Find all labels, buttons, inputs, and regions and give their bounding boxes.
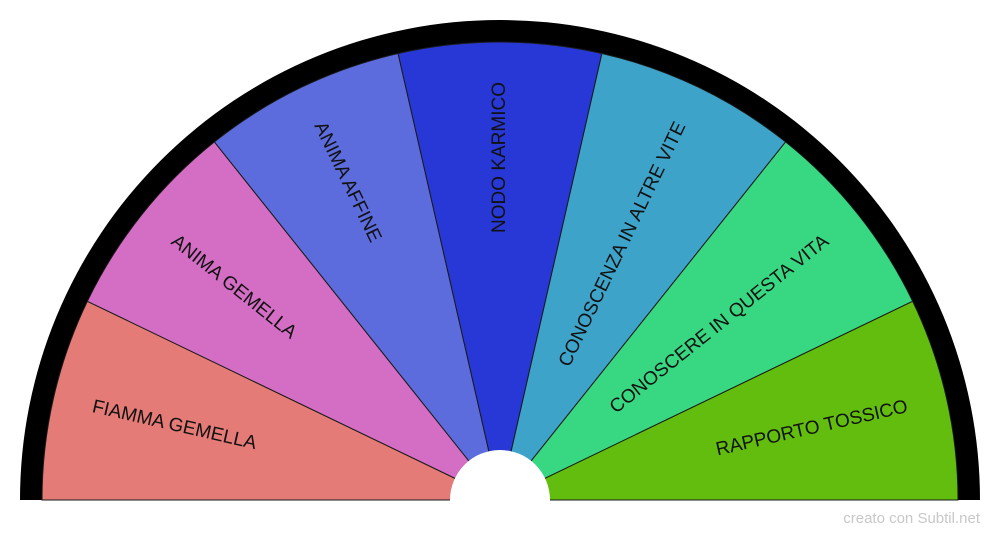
segment-6[interactable] xyxy=(499,141,914,501)
credit-text[interactable]: creato con Subtil.net xyxy=(843,510,980,527)
center-hub xyxy=(450,450,550,540)
segment-label-4: NODO KARMICO xyxy=(489,82,510,233)
segment-1[interactable] xyxy=(41,300,501,501)
segment-3[interactable] xyxy=(213,52,501,501)
segment-7[interactable] xyxy=(499,300,959,501)
segment-2[interactable] xyxy=(86,141,501,501)
segment-5[interactable] xyxy=(499,52,787,501)
segment-4[interactable] xyxy=(397,41,603,501)
